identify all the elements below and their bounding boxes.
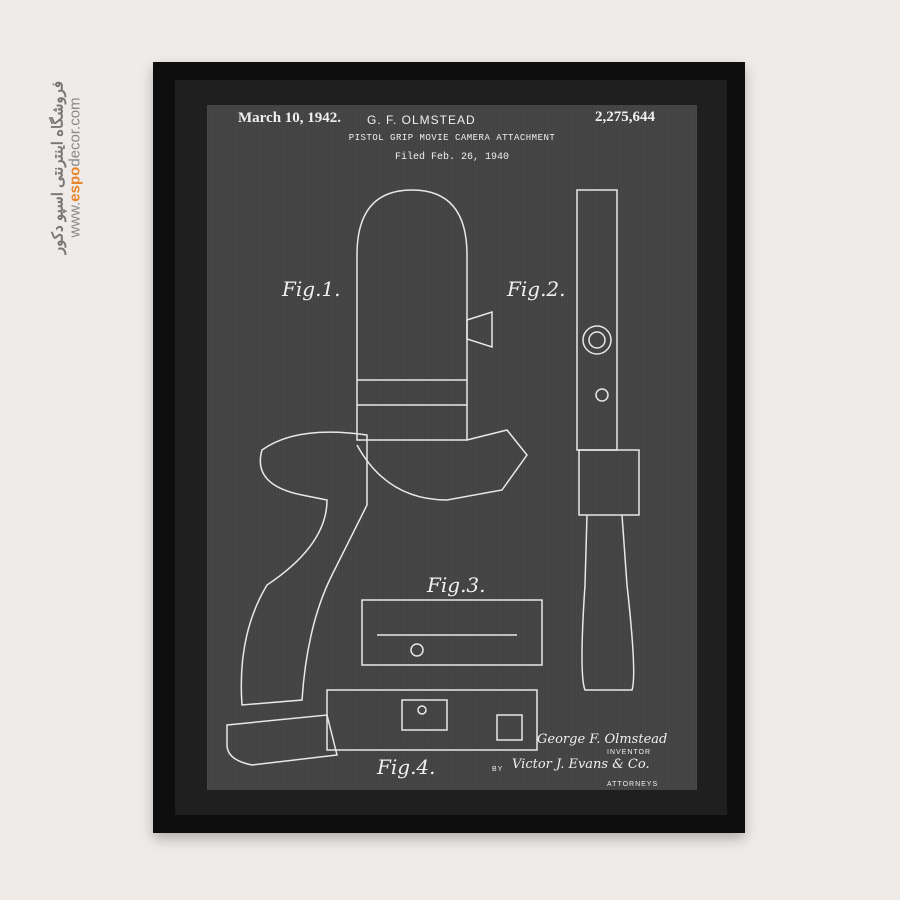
patent-date: March 10, 1942. [238,110,342,126]
watermark: فروشگاه اینترنتی اسپو دکور www.espodecor… [36,70,96,280]
inventor-caption: INVENTOR [607,749,652,756]
fig2-camera [576,189,618,451]
fig3-assembly [361,599,543,666]
figure-label-2: Fig.2. [507,277,566,301]
patent-drawings [226,189,640,766]
figure-label-3: Fig.3. [427,573,486,597]
inventor-header: G. F. OLMSTEAD [367,113,476,127]
patent-poster: March 10, 1942. G. F. OLMSTEAD 2,275,644… [207,105,697,790]
patent-title: PISTOL GRIP MOVIE CAMERA ATTACHMENT [348,133,556,143]
inventor-signature: George F. Olmstead [537,732,668,747]
attorney-signature: Victor J. Evans & Co. [512,757,650,772]
watermark-store-name: فروشگاه اینترنتی اسپو دکور [49,80,67,255]
fig1-camera-body [356,189,468,441]
fig2-grip [581,514,635,691]
filed-date: Filed Feb. 26, 1940 [394,152,510,163]
figure-label-1: Fig.1. [282,277,341,301]
by-label: BY [492,766,504,773]
picture-frame: March 10, 1942. G. F. OLMSTEAD 2,275,644… [153,62,745,833]
watermark-url: www.espodecor.com [66,97,84,238]
patent-number: 2,275,644 [595,109,655,125]
figure-label-4: Fig.4. [377,755,436,779]
attorney-caption: ATTORNEYS [607,781,659,788]
fig1-grip [240,431,368,706]
fig4-assembly [326,689,538,751]
frame-mat: March 10, 1942. G. F. OLMSTEAD 2,275,644… [175,80,727,815]
